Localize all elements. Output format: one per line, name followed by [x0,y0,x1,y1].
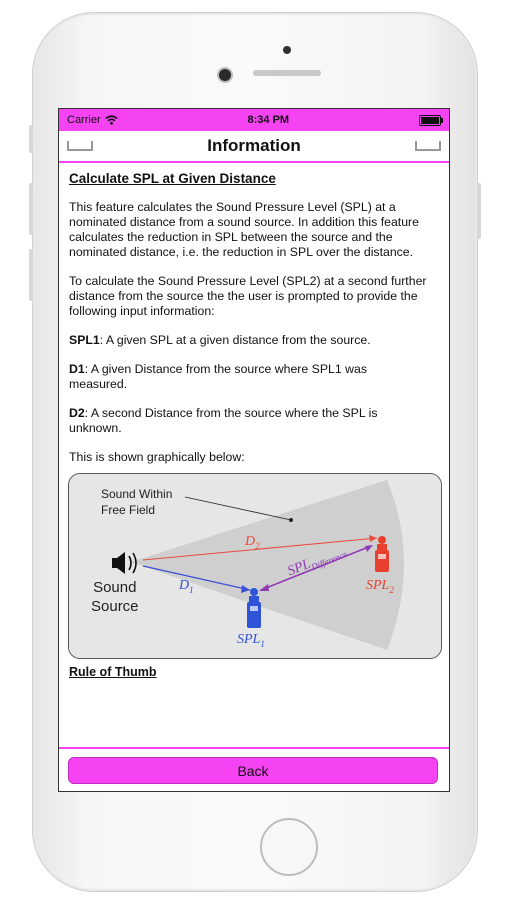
d1-arrowhead [241,585,250,593]
d1-label: D1 [179,578,194,598]
d1-line [142,565,251,591]
spl-difference-line [260,545,372,591]
proximity-sensor [283,46,291,54]
earpiece-speaker [253,70,321,76]
free-field-cone [131,480,404,650]
status-time: 8:34 PM [247,114,290,126]
term-d2: D2 [69,406,85,420]
section-heading: Calculate SPL at Given Distance [69,171,276,186]
d2-label-main: D [245,534,256,549]
d2-line [142,537,378,561]
page-title: Information [207,136,301,155]
rule-of-thumb-heading: Rule of Thumb [69,665,157,679]
term-spl1: SPL1 [69,333,100,347]
info-content: Calculate SPL at Given Distance This fea… [59,163,449,680]
carrier-label: Carrier [67,114,101,126]
wifi-icon [105,115,118,125]
sound-source-label-line2: Source [91,598,139,615]
d2-arrowhead [369,535,377,542]
app-screen: Carrier 8:34 PM Information Calculate SP… [58,108,450,792]
spl1-label-sub: 1 [260,638,265,649]
spl-difference-arrowhead-left [259,584,269,591]
volume-down-button [29,249,33,301]
free-field-label-line1: Sound Within [101,487,173,501]
right-nav-icon[interactable] [415,141,441,151]
speaker-icon [112,552,137,574]
sound-source-label-line1: Sound [93,579,137,596]
front-camera [219,69,231,81]
battery-icon [418,114,443,126]
diagram-graphics [69,474,441,658]
free-field-leader-dot [289,518,293,522]
free-field-leader-line [184,496,292,521]
sound-field-diagram: Sound Within Free Field Sound Source D2 … [68,473,442,659]
navigation-bar: Information [59,131,449,163]
mute-switch [29,125,33,153]
d2-label-sub: 2 [255,540,260,551]
spl1-meter-icon [247,588,261,628]
spl2-label: SPL2 [366,578,394,598]
spl2-label-sub: 2 [389,584,394,595]
free-field-label-line2: Free Field [101,503,156,517]
d1-label-sub: 1 [189,584,194,595]
volume-up-button [29,183,33,235]
sound-source-label: Sound Source [91,578,139,616]
left-nav-icon[interactable] [67,141,93,151]
text-d2: : A second Distance from the source wher… [69,406,378,435]
spl-difference-arrowhead-right [365,545,373,552]
spl1-label: SPL1 [237,632,265,652]
spl1-label-main: SPL [237,632,261,647]
text-spl1: : A given SPL at a given distance from t… [99,333,371,347]
spl2-meter-icon [375,536,389,572]
free-field-label: Sound Within Free Field [101,486,172,518]
power-button [477,183,481,239]
paragraph-spl2: To calculate the Sound Pressure Level (S… [69,274,427,318]
text-d1: : A given Distance from the source where… [69,362,368,391]
back-button[interactable]: Back [68,757,438,784]
d2-label: D2 [245,534,260,554]
term-d1: D1 [69,362,85,376]
definition-d1: D1: A given Distance from the source whe… [69,362,379,392]
definition-d2: D2: A second Distance from the source wh… [69,406,394,436]
footer-bar: Back [59,747,449,791]
graphic-intro: This is shown graphically below: [69,450,245,464]
paragraph-intro: This feature calculates the Sound Pressu… [69,200,419,259]
spl2-label-main: SPL [366,578,390,593]
definition-spl1: SPL1: A given SPL at a given distance fr… [69,333,439,348]
home-button[interactable] [260,818,318,876]
d1-label-main: D [179,578,190,593]
status-bar: Carrier 8:34 PM [59,109,449,131]
